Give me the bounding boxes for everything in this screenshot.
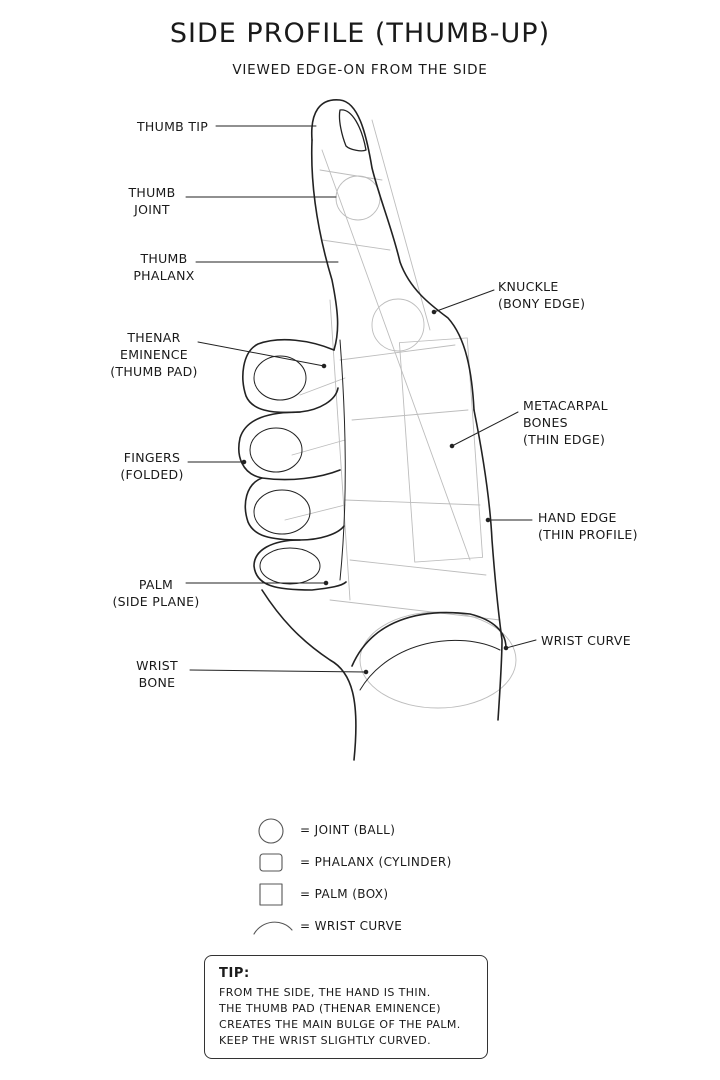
legend-palm-text: = PALM (BOX): [300, 887, 389, 901]
diagram-title: SIDE PROFILE (THUMB-UP): [169, 18, 551, 49]
pointer-lines-left: [185, 125, 369, 675]
legend-icons: [253, 818, 293, 935]
label-thumb-joint: THUMB JOINT: [128, 185, 176, 217]
tip-title: TIP:: [219, 966, 250, 981]
diagram-subtitle: VIEWED EDGE-ON FROM THE SIDE: [232, 62, 488, 78]
tip-line: FROM THE SIDE, THE HAND IS THIN.: [219, 986, 431, 999]
label-hand-edge: HAND EDGE (THIN PROFILE): [538, 510, 638, 542]
legend-wrist-text: = WRIST CURVE: [300, 919, 403, 933]
label-wrist-curve: WRIST CURVE: [541, 633, 631, 648]
label-thenar-eminence: THENAR EMINENCE (THUMB PAD): [110, 330, 198, 379]
palm-wrist-outline: [261, 339, 507, 761]
label-wrist-bone: WRIST BONE: [136, 658, 178, 690]
tip-box: TIP: FROM THE SIDE, THE HAND IS THIN. TH…: [204, 955, 488, 1059]
tip-line: CREATES THE MAIN BULGE OF THE PALM.: [219, 1018, 461, 1031]
legend-joint-text: = JOINT (BALL): [300, 823, 396, 837]
phalanx-legend-icon: [259, 853, 283, 872]
label-thumb-tip: THUMB TIP: [137, 119, 209, 134]
folded-fingers: [238, 338, 347, 591]
tip-line: KEEP THE WRIST SLIGHTLY CURVED.: [219, 1034, 432, 1047]
pointer-lines-right: [431, 289, 537, 651]
joint-legend-icon: [258, 818, 284, 844]
wrist-legend-icon: [253, 921, 293, 935]
legend-phalanx-text: = PHALANX (CYLINDER): [300, 855, 452, 869]
label-knuckle: KNUCKLE (BONY EDGE): [498, 279, 586, 311]
label-thumb-phalanx: THUMB PHALANX: [133, 251, 195, 283]
palm-legend-icon: [259, 883, 283, 906]
thumb-outline: [310, 99, 475, 411]
hand-edge-line: [473, 409, 503, 721]
label-palm-side-plane: PALM (SIDE PLANE): [112, 577, 200, 609]
label-metacarpal-bones: METACARPAL BONES (THIN EDGE): [523, 398, 608, 447]
tip-line: THE THUMB PAD (THENAR EMINENCE): [219, 1002, 441, 1015]
label-fingers-folded: FINGERS (FOLDED): [120, 450, 184, 482]
